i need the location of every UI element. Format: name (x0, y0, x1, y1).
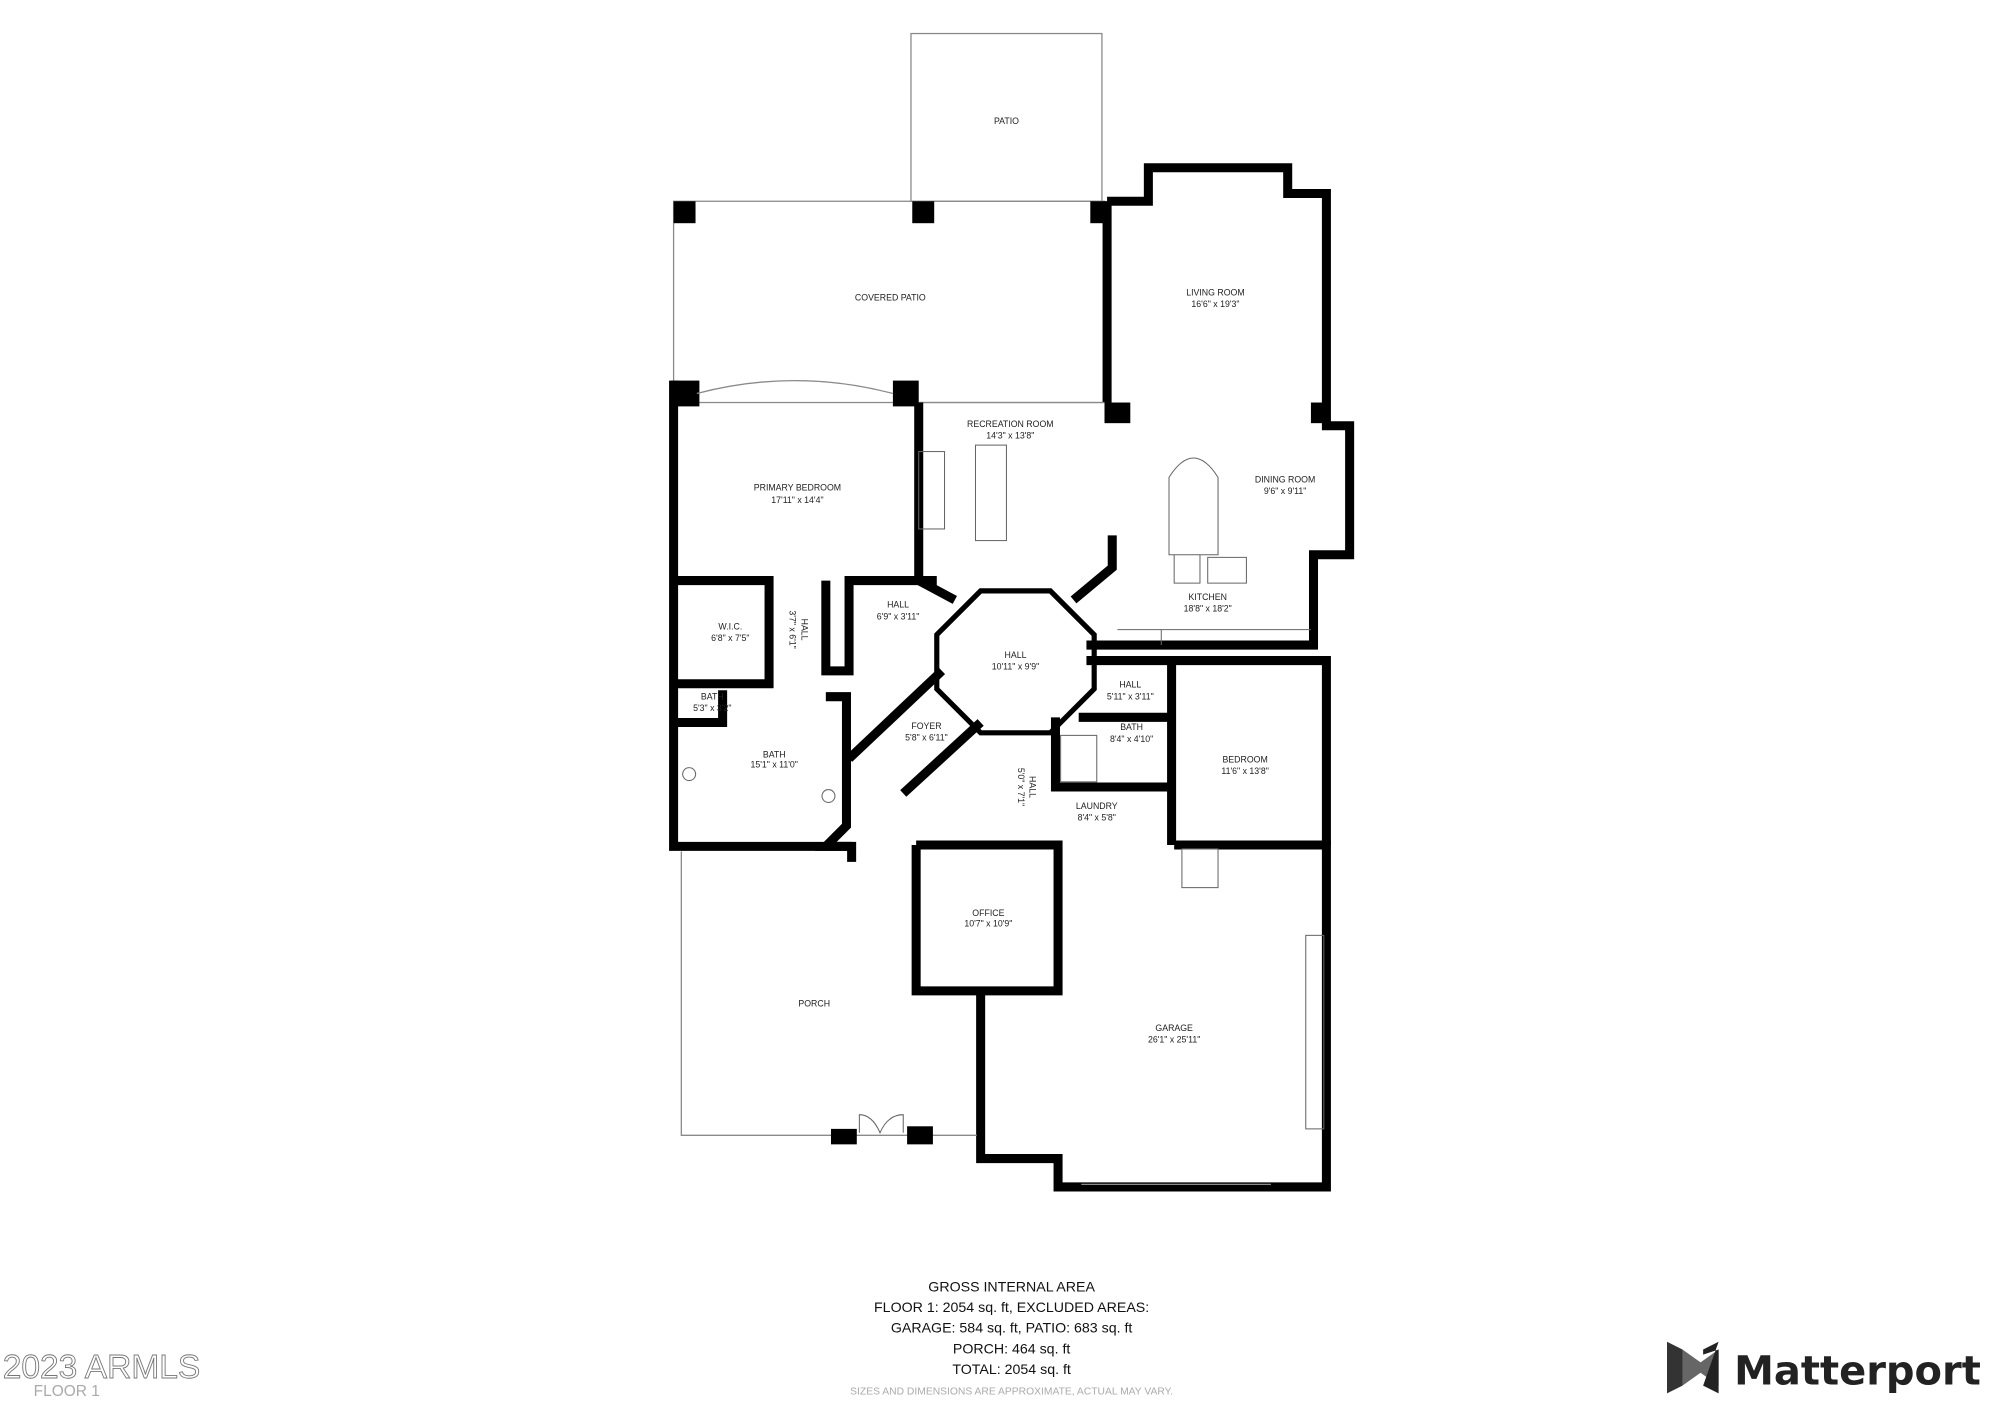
post (892, 380, 919, 407)
room-size: 18'8" x 18'2" (1184, 604, 1232, 614)
room-label: BEDROOM (1222, 754, 1267, 764)
area-line: GARAGE: 584 sq. ft, PATIO: 683 sq. ft (891, 1321, 1133, 1337)
floor-label: FLOOR 1 (34, 1383, 100, 1400)
bath-small-wall (673, 690, 728, 727)
area-line: PORCH: 464 sq. ft (953, 1341, 1071, 1357)
rec-furniture (918, 451, 946, 530)
room-label: OFFICE (972, 908, 1004, 918)
room-size: 5'11" x 3'11" (1107, 691, 1154, 701)
room-label: PRIMARY BEDROOM (754, 482, 841, 492)
bay-window (696, 380, 894, 395)
room-size: 5'3" x 3'2" (693, 703, 731, 713)
area-line: FLOOR 1: 2054 sq. ft, EXCLUDED AREAS: (874, 1300, 1149, 1316)
room-label: COVERED PATIO (855, 293, 926, 303)
room-size: 17'11" x 14'4" (771, 495, 823, 505)
foyer-east-wall (900, 719, 984, 797)
room-label: BATH (763, 749, 786, 759)
room-size: 5'0" x 7'1" (1016, 768, 1026, 806)
room-label: LAUNDRY (1076, 801, 1118, 811)
octagon-hall (934, 588, 1097, 736)
rec-east-wall (1070, 535, 1117, 604)
room-label: GARAGE (1155, 1023, 1193, 1033)
office-wall (911, 840, 1063, 996)
rec-west-wall (914, 402, 957, 604)
post (830, 1128, 857, 1145)
post (1104, 402, 1131, 424)
garage-shelf (1305, 934, 1325, 1130)
disclaimer: SIZES AND DIMENSIONS ARE APPROXIMATE, AC… (850, 1387, 1173, 1398)
room-size: 6'9" x 3'11" (877, 611, 920, 621)
room-label: DINING ROOM (1255, 475, 1315, 485)
foyer-west-wall (845, 667, 946, 762)
post (1310, 402, 1329, 424)
room-label: KITCHEN (1188, 592, 1226, 602)
garage-wall (976, 840, 1331, 1192)
bath-east-wall (814, 692, 857, 862)
matterport-wordmark: Matterport (1734, 1348, 1981, 1394)
room-size: 11'6" x 13'8" (1221, 766, 1268, 776)
area-title: GROSS INTERNAL AREA (928, 1279, 1095, 1295)
room-size: 14'3" x 13'8" (986, 431, 1034, 441)
room-label: BATH (701, 691, 724, 701)
room-label: LIVING ROOM (1186, 287, 1244, 297)
room-size: 3'7" x 6'1" (788, 610, 798, 648)
room-label: HALL (799, 619, 809, 641)
bath-guest-west (1050, 717, 1172, 792)
room-label: FOYER (911, 721, 941, 731)
matterport-logo: Matterport (1667, 1341, 1981, 1394)
room-label: PORCH (798, 998, 830, 1008)
hall-wall (821, 576, 937, 676)
shower (1060, 734, 1098, 783)
front-door (858, 1114, 904, 1135)
wic-wall (673, 576, 774, 689)
post (907, 1126, 933, 1145)
room-label: BATH (1120, 722, 1143, 732)
room-size: 10'11" x 9'9" (992, 662, 1039, 672)
west-wall (669, 380, 852, 851)
room-label: PATIO (994, 116, 1019, 126)
room-size: 10'7" x 10'9" (964, 918, 1012, 928)
porch-outline (680, 851, 977, 1136)
room-label: HALL (1119, 680, 1141, 690)
post (671, 380, 700, 407)
bedroom-wall (1086, 656, 1331, 846)
kitchen-island (1117, 457, 1311, 646)
room-size: 5'8" x 6'11" (905, 733, 948, 743)
room-size: 8'4" x 4'10" (1110, 734, 1153, 744)
room-size: 16'6" x 19'3" (1191, 299, 1239, 309)
post (673, 201, 696, 224)
room-label: RECREATION ROOM (967, 419, 1054, 429)
room-label: HALL (887, 600, 909, 610)
garage-fixture (1181, 848, 1219, 889)
room-label: HALL (1028, 776, 1038, 798)
room-size: 8'4" x 5'8" (1078, 813, 1116, 823)
room-label: HALL (1005, 650, 1027, 660)
post (912, 201, 935, 224)
rec-furniture (974, 444, 1007, 542)
watermark: 2023 ARMLS (3, 1349, 201, 1386)
room-size: 9'6" x 9'11" (1264, 486, 1307, 496)
room-size: 6'8" x 7'5" (711, 633, 749, 643)
area-total: TOTAL: 2054 sq. ft (952, 1362, 1071, 1378)
living-kitchen-wall (1086, 163, 1355, 650)
matterport-logo-icon (1667, 1341, 1719, 1394)
sink (682, 767, 836, 803)
room-size: 15'1" x 11'0" (751, 760, 798, 770)
room-size: 26'1" x 25'11" (1148, 1034, 1200, 1044)
room-label: W.I.C. (718, 622, 742, 632)
